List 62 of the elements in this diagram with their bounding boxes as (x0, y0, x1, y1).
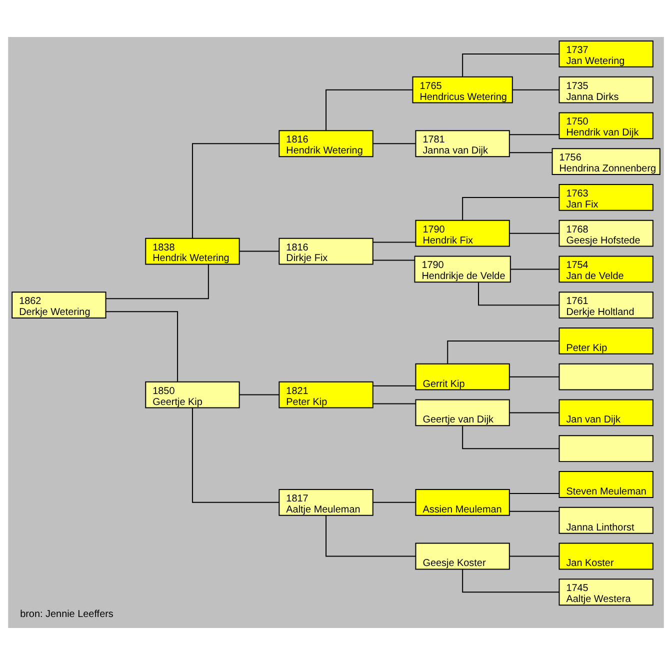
node-box: 1754 Jan de Velde (558, 256, 654, 283)
connector (510, 268, 560, 270)
connector (462, 196, 560, 220)
connector (478, 282, 560, 306)
node-box: 1737 Jan Wetering (558, 40, 654, 68)
connector (192, 407, 280, 503)
connector (192, 143, 280, 239)
node-box: Assien Meuleman (415, 488, 510, 516)
node-box: 1790 Hendrik Fix (415, 220, 510, 247)
connector (462, 426, 560, 450)
connector (326, 514, 416, 557)
node-box: Jan Koster (558, 542, 654, 570)
node-box: Peter Kip (558, 328, 654, 354)
connector (509, 232, 560, 234)
node-box: Janna Linthorst (558, 506, 654, 534)
node-box: 1765 Hendricus Wetering (412, 76, 513, 104)
connector (462, 569, 560, 593)
node-box: 1790 Hendrikje de Velde (414, 256, 511, 283)
connector (509, 510, 560, 512)
connector (239, 250, 280, 252)
connector (372, 260, 416, 261)
connector (105, 264, 209, 300)
node-box: 1781 Janna van Dijk (415, 130, 510, 158)
node-box: Geesje Koster (415, 542, 510, 570)
node-box: 1750 Hendrik van Dijk (558, 112, 654, 140)
node-box (558, 363, 654, 390)
connector (372, 242, 416, 243)
node-box: Jan van Dijk (558, 399, 654, 426)
node-box: Geertje van Dijk (415, 399, 510, 426)
node-box: 1862 Derkje Wetering (12, 292, 106, 319)
connector (105, 311, 178, 382)
connector (372, 143, 416, 144)
node-box: 1768 Geesje Hofstede (558, 220, 654, 247)
connector (372, 385, 416, 386)
connector (239, 394, 280, 396)
node-box: 1735 Janna Dirks (558, 76, 654, 104)
node-box: 1761 Derkje Holtland (558, 292, 654, 319)
node-box: 1838 Hendrik Wetering (145, 238, 240, 265)
connector (326, 89, 413, 132)
node-box: 1850 Geertje Kip (145, 381, 240, 408)
node-box: Gerrit Kip (415, 363, 510, 390)
node-box: 1756 Hendrina Zonnenberg (552, 148, 660, 176)
node-box: 1745 Aaltje Westera (558, 578, 654, 606)
connector (512, 89, 560, 90)
node-box: 1816 Hendrik Wetering (278, 130, 374, 158)
caption: bron: Jennie Leeffers (20, 609, 114, 620)
connector (509, 492, 560, 494)
connector (447, 340, 560, 364)
connector (372, 502, 416, 503)
connector (509, 556, 560, 557)
node-box: Steven Meuleman (558, 471, 654, 498)
node-box: 1821 Peter Kip (278, 381, 374, 408)
node-box: 1763 Jan Fix (558, 184, 654, 211)
connector (509, 376, 560, 378)
node-box: 1816 Dirkje Fix (278, 238, 374, 265)
connector (509, 134, 560, 136)
connector (462, 53, 560, 77)
connector (509, 152, 553, 154)
connector (372, 403, 416, 404)
node-box (558, 435, 654, 462)
connector (509, 412, 560, 414)
node-box: 1817 Aaltje Meuleman (278, 488, 374, 516)
